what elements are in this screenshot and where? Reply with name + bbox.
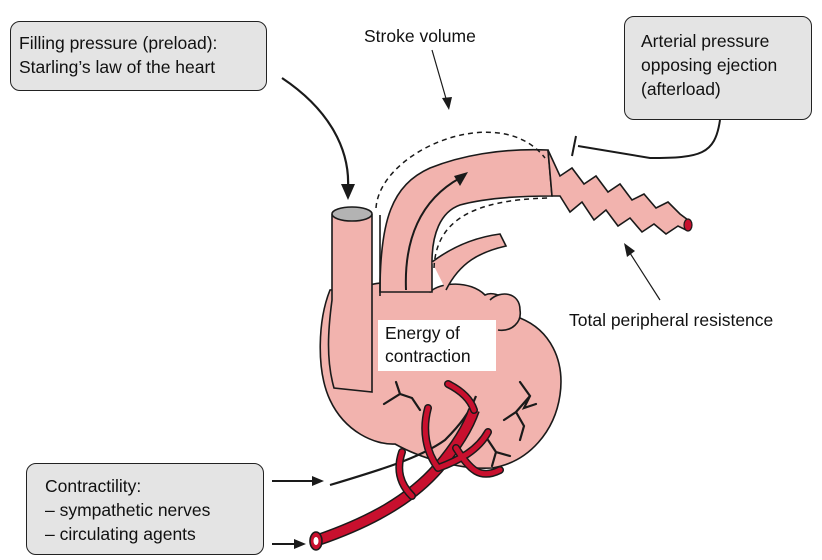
peripheral-artery — [548, 150, 688, 234]
coronary-red-opening-inner — [314, 537, 319, 545]
vena-cava — [329, 215, 373, 392]
stroke-volume-pointer — [432, 50, 447, 102]
stroke-volume-pointer-head — [442, 97, 452, 110]
afterload-bar — [572, 136, 576, 156]
afterload-line-3: (afterload) — [641, 77, 811, 101]
nerve-arrowhead — [312, 476, 324, 486]
preload-arrowhead — [341, 184, 355, 200]
resistance-pointer-head — [624, 243, 635, 257]
vena-cava-opening — [332, 207, 372, 221]
preload-line-1: Filling pressure (preload): — [19, 31, 266, 55]
preload-line-2: Starling’s law of the heart — [19, 55, 266, 79]
energy-of-contraction-label: Energy of contraction — [378, 320, 496, 371]
afterload-line-2: opposing ejection — [641, 53, 811, 77]
contractility-line-2: – sympathetic nerves — [45, 498, 263, 522]
energy-line-1: Energy of — [385, 322, 491, 345]
afterload-line — [578, 120, 720, 158]
pulmonary-trunk — [432, 234, 506, 290]
peripheral-resistance-label: Total peripheral resistence — [569, 308, 773, 332]
stroke-volume-label: Stroke volume — [364, 24, 476, 48]
preload-box: Filling pressure (preload): Starling’s l… — [10, 21, 267, 91]
preload-arrow — [282, 78, 348, 188]
afterload-box: Arterial pressure opposing ejection (aft… — [624, 16, 812, 120]
energy-line-2: contraction — [385, 345, 491, 368]
agents-arrowhead — [294, 539, 306, 549]
afterload-line-1: Arterial pressure — [641, 29, 811, 53]
contractility-line-3: – circulating agents — [45, 522, 263, 546]
contractility-line-1: Contractility: — [45, 474, 263, 498]
contractility-box: Contractility: – sympathetic nerves – ci… — [26, 463, 264, 555]
resistance-pointer — [628, 250, 660, 300]
artery-end — [684, 219, 692, 231]
